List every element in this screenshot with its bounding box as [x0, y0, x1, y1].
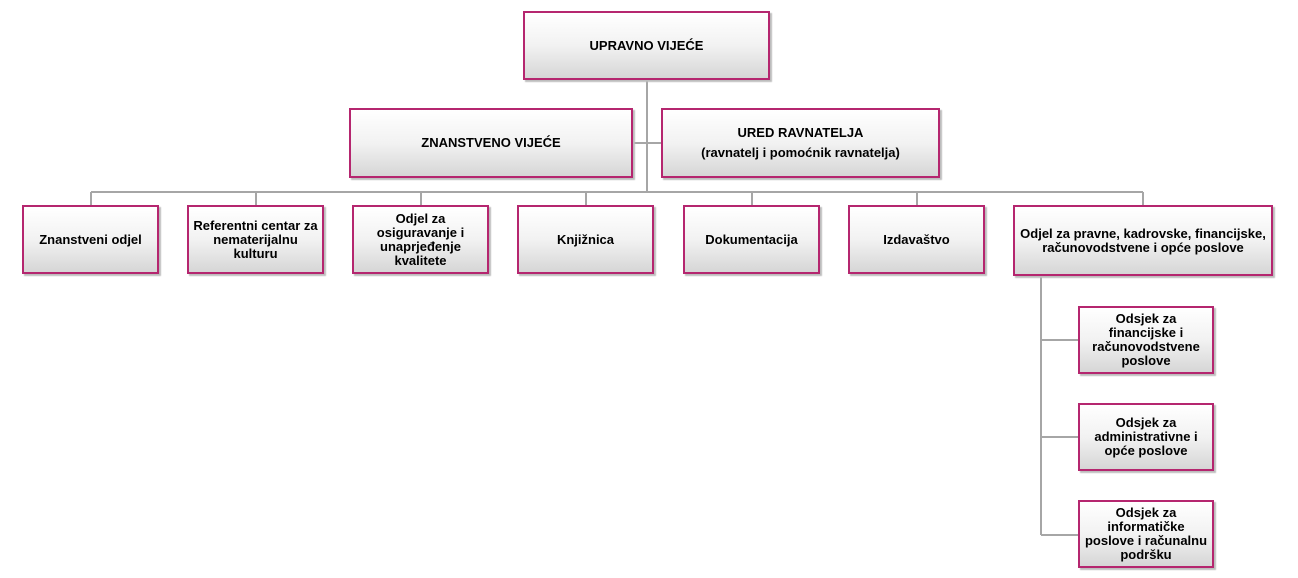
node-ured-ravnatelja-label: URED RAVNATELJA [737, 125, 864, 140]
node-izdavastvo: Izdavaštvo [848, 205, 985, 274]
node-znanstveni-odjel: Znanstveni odjel [22, 205, 159, 274]
node-ured-ravnatelja: URED RAVNATELJA (ravnatelj i pomoćnik ra… [661, 108, 940, 178]
node-upravno-vijece: UPRAVNO VIJEĆE [523, 11, 770, 80]
node-knjiznica-label: Knjižnica [556, 231, 615, 247]
node-znanstveno-vijece: ZNANSTVENO VIJEĆE [349, 108, 633, 178]
node-izdavastvo-label: Izdavaštvo [883, 231, 950, 247]
node-odsjek-administracija-label: Odsjek za administrativne i opće poslove [1094, 415, 1198, 458]
node-ured-ravnatelja-sublabel: (ravnatelj i pomoćnik ravnatelja) [701, 145, 900, 160]
node-knjiznica: Knjižnica [517, 205, 654, 274]
node-odsjek-financije-label: Odsjek za financijske i računovodstvene … [1092, 311, 1200, 368]
node-odsjek-informatika: Odsjek za informatičke poslove i računal… [1078, 500, 1214, 568]
node-odsjek-administracija: Odsjek za administrativne i opće poslove [1078, 403, 1214, 471]
node-odjel-pravni-label: Odjel za pravne, kadrovske, financijske,… [1020, 225, 1266, 255]
node-referentni-centar: Referentni centar za nematerijalnu kultu… [187, 205, 324, 274]
node-odjel-kvaliteta: Odjel za osiguravanje i unaprjeđenje kva… [352, 205, 489, 274]
node-odjel-kvaliteta-label: Odjel za osiguravanje i unaprjeđenje kva… [376, 210, 465, 268]
node-odjel-pravni: Odjel za pravne, kadrovske, financijske,… [1013, 205, 1273, 276]
node-referentni-centar-label: Referentni centar za nematerijalnu kultu… [193, 217, 318, 261]
node-odsjek-informatika-label: Odsjek za informatičke poslove i računal… [1084, 505, 1208, 562]
node-dokumentacija-label: Dokumentacija [705, 231, 798, 247]
node-dokumentacija: Dokumentacija [683, 205, 820, 274]
node-znanstveni-odjel-label: Znanstveni odjel [39, 231, 142, 247]
node-znanstveno-vijece-label: ZNANSTVENO VIJEĆE [421, 135, 561, 150]
node-upravno-vijece-label: UPRAVNO VIJEĆE [589, 37, 704, 53]
node-odsjek-financije: Odsjek za financijske i računovodstvene … [1078, 306, 1214, 374]
